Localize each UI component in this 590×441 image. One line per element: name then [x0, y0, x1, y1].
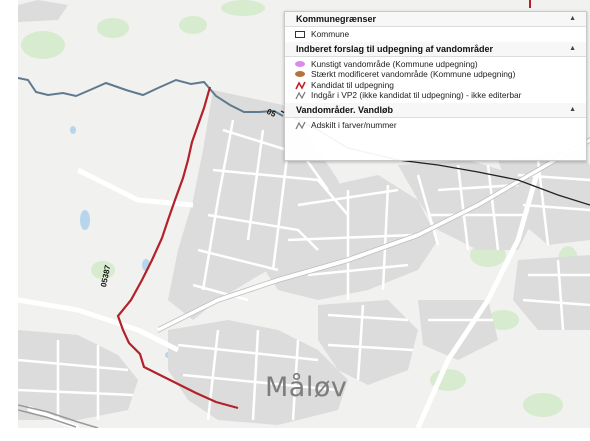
watercourse-line	[18, 77, 284, 117]
legend-item-label: Kommune	[311, 29, 350, 39]
collapse-icon[interactable]: ▲	[569, 105, 576, 113]
legend-panel: Kommunegrænser ▲ Kommune Indberet forsla…	[284, 11, 587, 161]
legend-group-report: Kunstigt vandområde (Kommune udpegning) …	[285, 57, 586, 103]
legend-section-title: Kommunegrænser	[296, 14, 377, 24]
legend-group-streams: Adskilt i farver/nummer	[285, 118, 586, 133]
legend-item-label: Kunstigt vandområde (Kommune udpegning)	[311, 58, 478, 69]
collapse-icon[interactable]: ▲	[569, 44, 576, 52]
legend-section-title: Vandområder. Vandløb	[296, 104, 394, 115]
grey-line-icon	[295, 121, 306, 129]
legend-section-header-streams[interactable]: Vandområder. Vandløb ▲	[285, 102, 586, 118]
place-label: Måløv	[265, 372, 348, 403]
legend-item[interactable]: Indgår i VP2 (ikke kandidat til udpegnin…	[285, 90, 586, 101]
legend-item-label: Stærkt modificeret vandområde (Kommune u…	[311, 69, 516, 79]
candidate-stream[interactable]	[116, 86, 239, 410]
map-graphics	[18, 0, 590, 428]
legend-item-label: Adskilt i farver/nummer	[311, 119, 397, 130]
legend-section-title: Indberet forslag til udpegning af vandom…	[296, 43, 494, 54]
railway	[18, 404, 99, 428]
legend-group-municipal: Kommune	[285, 27, 586, 42]
collapse-icon[interactable]: ▲	[569, 15, 576, 22]
brown-oval-icon	[295, 71, 305, 77]
legend-item[interactable]: Adskilt i farver/nummer	[285, 120, 586, 131]
red-line-icon	[295, 80, 306, 90]
legend-item-label: Kandidat til udpegning	[311, 79, 394, 90]
legend-item[interactable]: Kommune	[285, 29, 586, 40]
outline-box-icon	[295, 31, 305, 38]
purple-oval-icon	[295, 60, 305, 67]
legend-item[interactable]: Stærkt modificeret vandområde (Kommune u…	[285, 69, 586, 80]
grey-line-icon	[295, 91, 306, 100]
road-casings	[157, 137, 590, 333]
legend-item[interactable]: Kandidat til udpegning	[285, 80, 586, 91]
legend-section-header-report[interactable]: Indberet forslag til udpegning af vandom…	[285, 41, 586, 57]
legend-item-label: Indgår i VP2 (ikke kandidat til udpegnin…	[311, 90, 522, 100]
legend-section-header-municipal[interactable]: Kommunegrænser ▲	[285, 12, 586, 27]
legend-item[interactable]: Kunstigt vandområde (Kommune udpegning)	[285, 59, 586, 70]
